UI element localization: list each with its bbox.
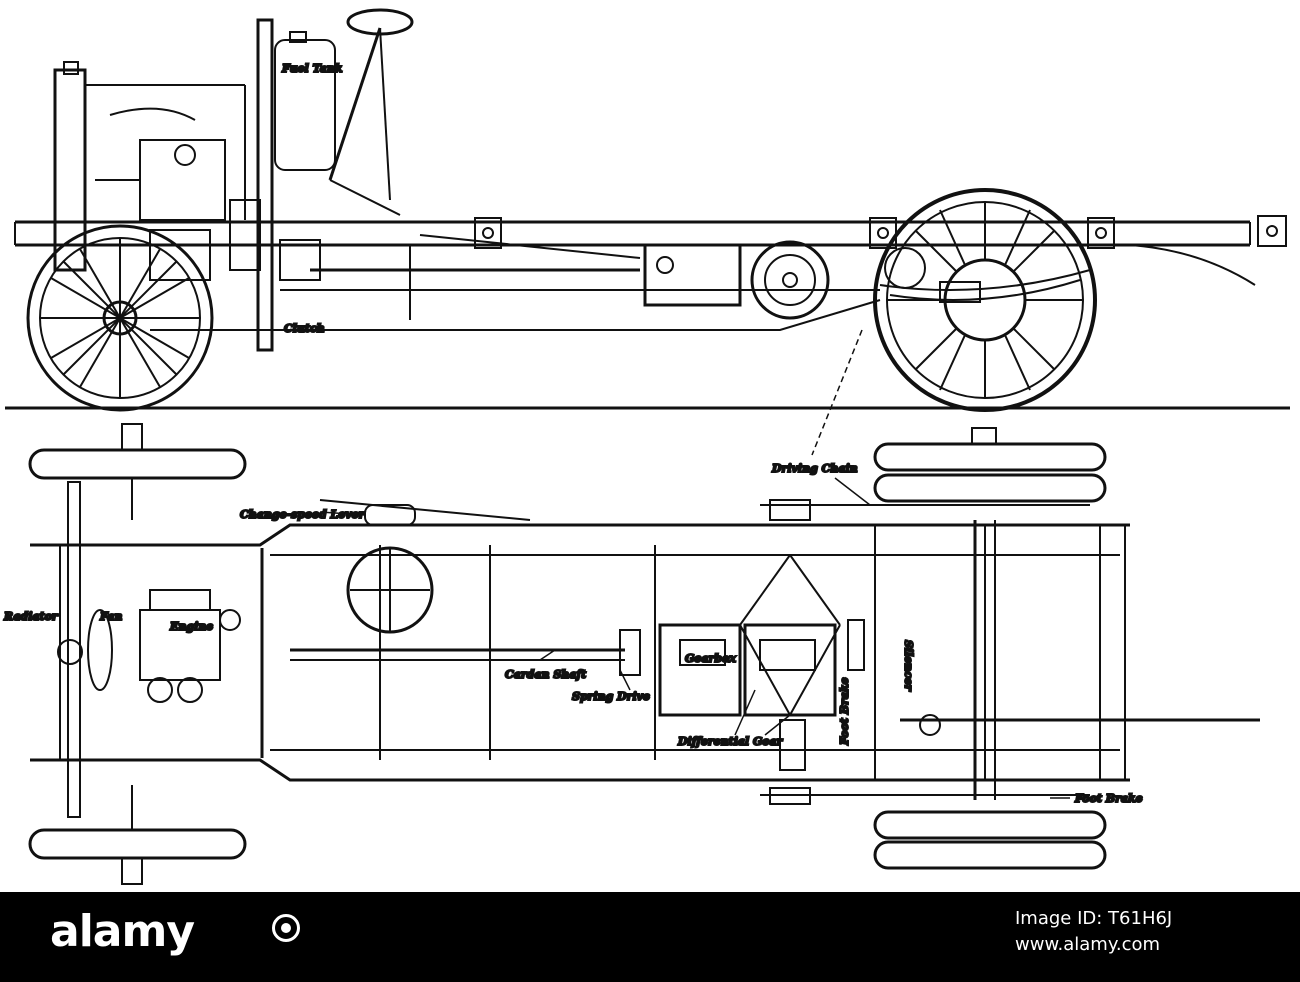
- rear-wheel-side: [873, 188, 1097, 412]
- label-fan: Fan: [99, 610, 122, 623]
- label-clutch: Clutch: [284, 322, 325, 335]
- side-elevation: Fuel Tank Clutch: [5, 8, 1290, 456]
- watermark-footer: alamy Image ID: T61H6J www.alamy.com: [0, 892, 1300, 982]
- label-differential-gear: Differential Gear: [677, 735, 784, 748]
- label-driving-chain: Driving Chain: [771, 462, 858, 475]
- label-silencer: Silencer: [902, 640, 915, 692]
- brand-logo: alamy: [50, 906, 195, 957]
- label-cardan-shaft: Cardan Shaft: [505, 668, 586, 681]
- label-fuel-tank: Fuel Tank: [281, 62, 343, 75]
- chassis-diagram: Fuel Tank Clutch: [2, 8, 1290, 885]
- front-wheel-bottom: [28, 785, 247, 885]
- label-spring-drive: Spring Drive: [572, 690, 650, 703]
- site-url: www.alamy.com: [1015, 934, 1161, 955]
- rear-wheel-top: [873, 427, 1107, 503]
- brand-logo-icon: [272, 914, 300, 942]
- label-radiator: Radiator: [3, 610, 59, 623]
- label-gearbox: Gearbox: [685, 652, 736, 665]
- label-foot-brake: Foot Brake: [838, 677, 851, 746]
- label-foot-brake-lower: Foot Brake: [1074, 792, 1143, 805]
- front-wheel-top: [28, 423, 247, 520]
- rear-wheel-bottom: [873, 810, 1107, 870]
- label-change-speed-lever: Change-speed Lever: [240, 508, 366, 521]
- plan-view: Driving Chain Change-speed Lever Radiato…: [2, 423, 1260, 885]
- front-wheel-side: [26, 224, 214, 412]
- label-engine: Engine: [169, 620, 213, 633]
- image-id-text: Image ID: T61H6J: [1015, 908, 1173, 929]
